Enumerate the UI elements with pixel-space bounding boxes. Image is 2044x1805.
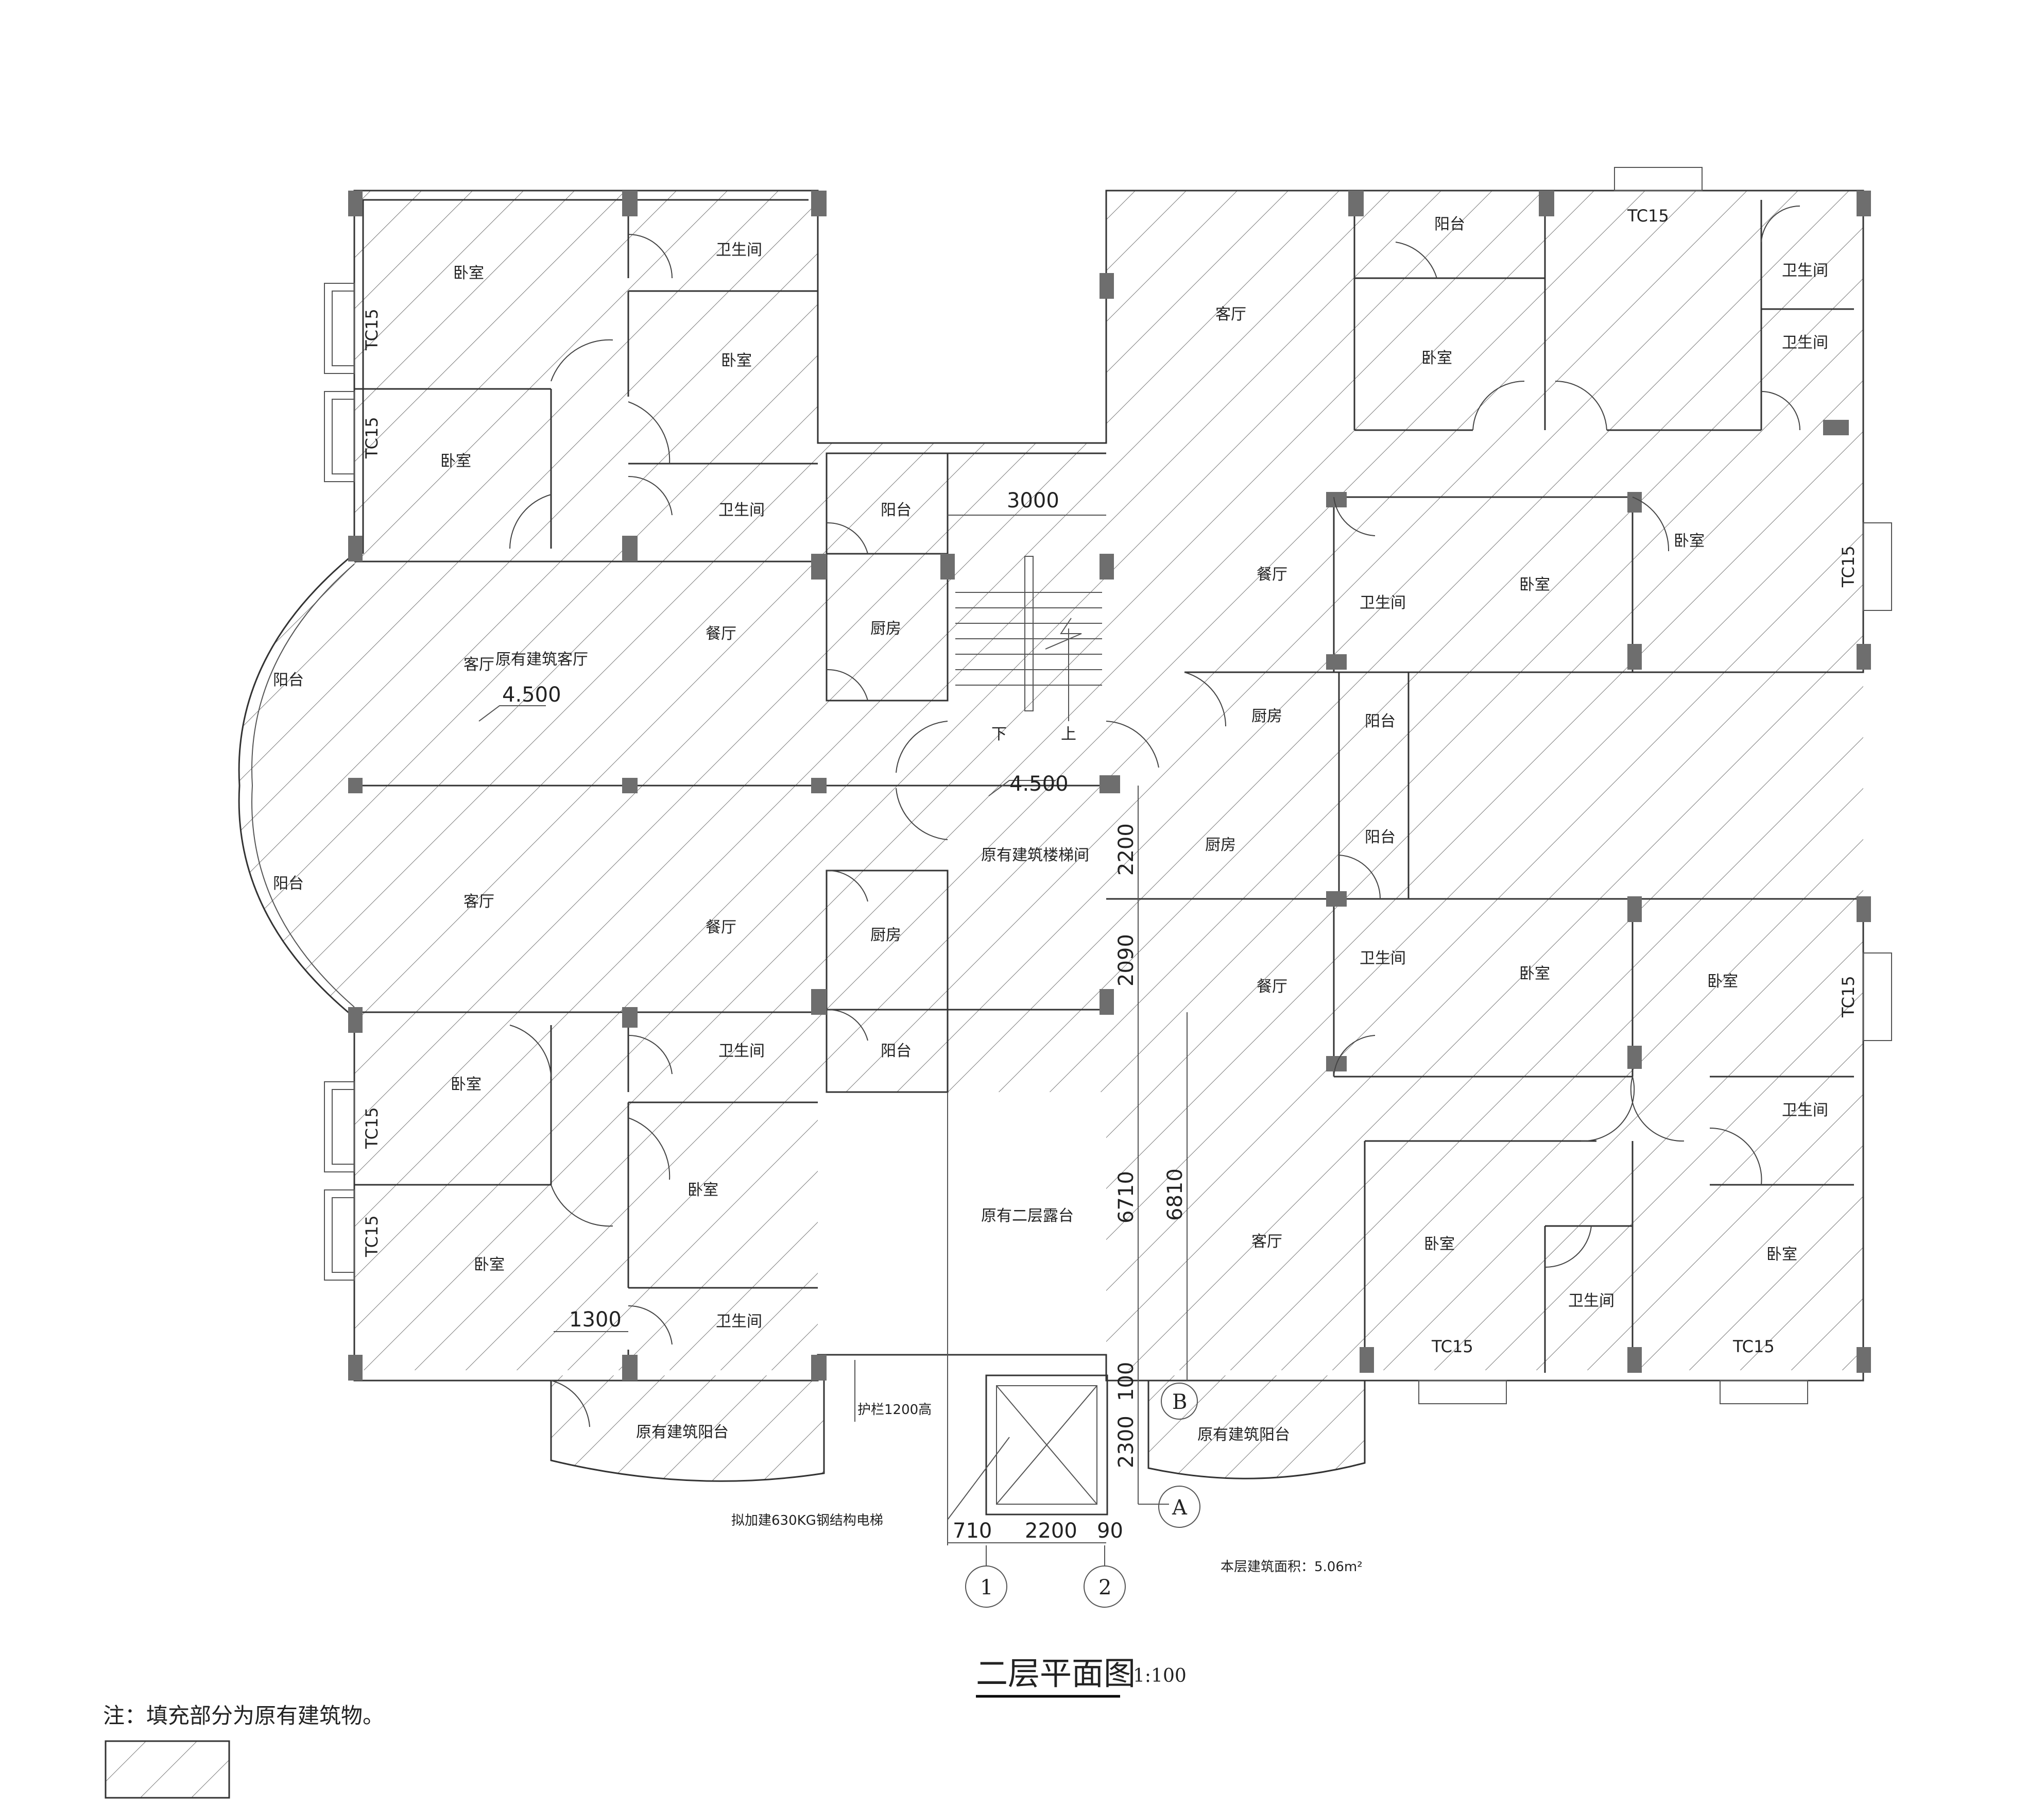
room-label: 卧室 bbox=[1519, 576, 1550, 594]
area-note: 本层建筑面积：5.06m² bbox=[1221, 1559, 1363, 1575]
axis-label: 1 bbox=[980, 1576, 993, 1599]
room-label: 卫生间 bbox=[1568, 1292, 1614, 1310]
railing-note: 护栏1200高 bbox=[857, 1402, 932, 1418]
room-label: 阳台 bbox=[1365, 828, 1396, 846]
axis-label: B bbox=[1172, 1390, 1187, 1414]
dimension-label: 2200 bbox=[1025, 1519, 1077, 1543]
window-code: TC15 bbox=[1839, 546, 1858, 588]
dimension-label: 710 bbox=[953, 1519, 992, 1543]
room-label: 卫生间 bbox=[1360, 594, 1406, 612]
window-code: TC15 bbox=[362, 1215, 382, 1257]
dimension-label: 90 bbox=[1097, 1519, 1123, 1543]
room-label: 厨房 bbox=[1205, 836, 1236, 854]
room-label: 餐厅 bbox=[706, 625, 736, 643]
stair-up-label: 上 bbox=[1061, 725, 1076, 743]
room-label: 卧室 bbox=[688, 1181, 718, 1199]
staircase bbox=[955, 556, 1102, 721]
doors bbox=[509, 205, 1800, 1427]
axis-label: 2 bbox=[1098, 1576, 1111, 1599]
room-label: 卧室 bbox=[1766, 1246, 1797, 1264]
window-code: TC15 bbox=[362, 1107, 382, 1149]
room-label: 卧室 bbox=[1519, 965, 1550, 983]
room-label: 餐厅 bbox=[1257, 978, 1287, 996]
room-label: 卧室 bbox=[451, 1076, 482, 1094]
room-label: 卫生间 bbox=[718, 1042, 765, 1060]
room-label: 卫生间 bbox=[716, 241, 762, 259]
window-code: TC15 bbox=[1431, 1337, 1473, 1356]
room-label: 原有建筑客厅 bbox=[495, 651, 588, 669]
level-mark: 4.500 bbox=[502, 683, 561, 707]
columns bbox=[348, 191, 1871, 1381]
dimension-label: 3000 bbox=[1007, 489, 1059, 513]
room-label: 厨房 bbox=[870, 926, 901, 944]
room-label: 卧室 bbox=[474, 1256, 505, 1274]
window-code: TC15 bbox=[1627, 206, 1669, 226]
room-label: 卧室 bbox=[440, 452, 471, 470]
window-code: TC15 bbox=[1839, 976, 1858, 1018]
room-label: 阳台 bbox=[273, 875, 304, 893]
dimension-label: 2300 bbox=[1114, 1416, 1138, 1468]
room-label: 厨房 bbox=[1251, 707, 1282, 725]
room-label: 阳台 bbox=[273, 671, 304, 689]
legend-hatch-swatch bbox=[105, 1740, 230, 1799]
room-label: 厨房 bbox=[870, 620, 901, 638]
drawing-scale: 1:100 bbox=[1133, 1665, 1187, 1687]
dimension-lines bbox=[554, 515, 1188, 1545]
room-label: 卫生间 bbox=[1782, 262, 1828, 280]
room-label: 卫生间 bbox=[718, 501, 765, 519]
room-label: 原有建筑阳台 bbox=[1197, 1426, 1290, 1444]
room-labels: 卧室 卫生间 卧室 卧室 卫生间 阳台 客厅 原有建筑客厅 餐厅 厨房 阳台 阳… bbox=[273, 215, 1828, 1444]
stair-down-label: 下 bbox=[991, 725, 1007, 743]
dimension-labels: 3000 1300 2200 2090 6710 6810 100 2300 7… bbox=[569, 489, 1187, 1543]
legend-note: 注：填充部分为原有建筑物。 bbox=[103, 1703, 384, 1728]
dimension-label: 2090 bbox=[1114, 934, 1138, 986]
room-label: 原有建筑阳台 bbox=[636, 1423, 729, 1441]
window-code: TC15 bbox=[362, 309, 382, 351]
dimension-label: 6810 bbox=[1163, 1168, 1187, 1221]
existing-building-hatch bbox=[239, 191, 1863, 1482]
window-codes: TC15 TC15 TC15 TC15 TC15 TC15 TC15 TC15 … bbox=[362, 206, 1858, 1356]
room-label: 阳台 bbox=[1365, 712, 1396, 730]
room-label: 餐厅 bbox=[1257, 566, 1287, 584]
room-label: 卫生间 bbox=[716, 1313, 762, 1331]
axis-label: A bbox=[1172, 1496, 1188, 1520]
room-label: 卧室 bbox=[1707, 973, 1738, 991]
elevator-note: 拟加建630KG钢结构电梯 bbox=[731, 1513, 883, 1528]
room-label: 卫生间 bbox=[1782, 1101, 1828, 1119]
dimension-label: 1300 bbox=[569, 1308, 622, 1332]
room-label: 原有二层露台 bbox=[981, 1207, 1074, 1225]
window-code: TC15 bbox=[362, 417, 382, 459]
level-mark: 4.500 bbox=[1009, 772, 1069, 796]
room-label: 原有建筑楼梯间 bbox=[981, 846, 1089, 864]
axis-labels: A B 1 2 bbox=[980, 1390, 1188, 1599]
dimension-label: 100 bbox=[1114, 1362, 1138, 1401]
room-label: 餐厅 bbox=[706, 918, 736, 936]
room-label: 阳台 bbox=[881, 1042, 912, 1060]
level-marks: 4.500 4.500 bbox=[478, 683, 1069, 796]
windows bbox=[324, 167, 1892, 1404]
room-label: 卧室 bbox=[721, 352, 752, 370]
room-label: 客厅 bbox=[1251, 1233, 1282, 1251]
elevator bbox=[947, 1374, 1108, 1520]
room-label: 卫生间 bbox=[1782, 334, 1828, 352]
drawing-title: 二层平面图 bbox=[976, 1655, 1136, 1692]
room-label: 卧室 bbox=[1424, 1235, 1455, 1253]
room-label: 阳台 bbox=[1434, 215, 1465, 233]
window-code: TC15 bbox=[1732, 1337, 1775, 1356]
room-label: 客厅 bbox=[1215, 305, 1246, 323]
dimension-label: 2200 bbox=[1114, 823, 1138, 876]
room-label: 客厅 bbox=[463, 893, 494, 911]
room-label: 阳台 bbox=[881, 501, 912, 519]
room-label: 卫生间 bbox=[1360, 949, 1406, 967]
room-label: 卧室 bbox=[1674, 532, 1705, 550]
dimension-label: 6710 bbox=[1114, 1171, 1138, 1223]
room-label: 卧室 bbox=[453, 264, 484, 282]
room-label: 客厅 bbox=[463, 656, 494, 674]
axis-bubbles bbox=[965, 1383, 1200, 1608]
room-label: 卧室 bbox=[1421, 349, 1452, 367]
